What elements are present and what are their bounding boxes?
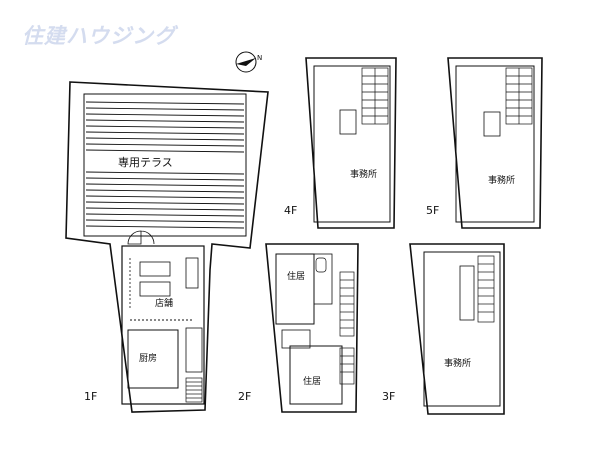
office-room-3f — [423, 251, 501, 407]
floor-5-label: 5F — [426, 204, 439, 217]
elevator-shaft — [459, 265, 475, 321]
shop-table — [139, 281, 171, 297]
floor-3-plan: 事務所 3F — [382, 243, 505, 415]
room-label-residence-upper: 住居 — [287, 270, 305, 282]
office-room-4f — [313, 65, 391, 223]
floor-2-outline — [265, 243, 359, 413]
floor-3-stairs — [477, 255, 495, 323]
room-label-shop: 店舗 — [155, 297, 173, 309]
kitchen-room — [127, 329, 179, 389]
floor-1-plan: 専用テラス 店舗 厨房 1F — [65, 81, 269, 413]
terrace-decking — [85, 101, 245, 229]
room-label-kitchen: 厨房 — [139, 352, 157, 364]
office-room-5f — [455, 65, 535, 223]
room-label-office-5f: 事務所 — [488, 174, 515, 186]
shop-room — [121, 245, 205, 405]
floor-3-outline — [409, 243, 505, 415]
residence-lower-room — [289, 345, 343, 405]
floor-5-outline — [447, 57, 543, 229]
residence-upper-room — [275, 253, 315, 325]
bathroom-lower — [281, 329, 311, 349]
floor-4-outline — [305, 57, 397, 229]
floor-2-plan: 住居 住居 2F — [238, 243, 359, 413]
shop-counter — [185, 257, 199, 289]
north-compass: N — [235, 51, 262, 73]
room-label-terrace: 専用テラス — [118, 156, 173, 169]
floor-1-stairs — [185, 377, 203, 403]
floor-4-stairs — [361, 67, 389, 125]
room-label-office-4f: 事務所 — [350, 168, 377, 180]
floor-3-label: 3F — [382, 390, 395, 403]
floor-4-plan: 事務所 4F — [284, 57, 397, 229]
kitchen-counter — [185, 327, 203, 373]
floor-5-stairs — [505, 67, 533, 125]
floor-4-label: 4F — [284, 204, 297, 217]
room-label-office-3f: 事務所 — [444, 357, 471, 369]
floor-2-label: 2F — [238, 390, 251, 403]
compass-label: N — [257, 54, 262, 62]
toilet-room — [339, 109, 357, 135]
company-logo: 住建ハウジング — [22, 24, 176, 48]
floor-5-plan: 事務所 5F — [426, 57, 543, 229]
bathtub-icon — [315, 257, 327, 273]
floor-2-stairs — [339, 271, 355, 385]
floor-1-label: 1F — [84, 390, 97, 403]
bathroom-unit — [313, 253, 333, 305]
floor-1-outline — [65, 81, 269, 413]
toilet-room — [483, 111, 501, 137]
terrace-area — [83, 93, 247, 237]
shop-table — [139, 261, 171, 277]
entrance-door — [127, 230, 155, 245]
room-label-residence-lower: 住居 — [303, 375, 321, 387]
